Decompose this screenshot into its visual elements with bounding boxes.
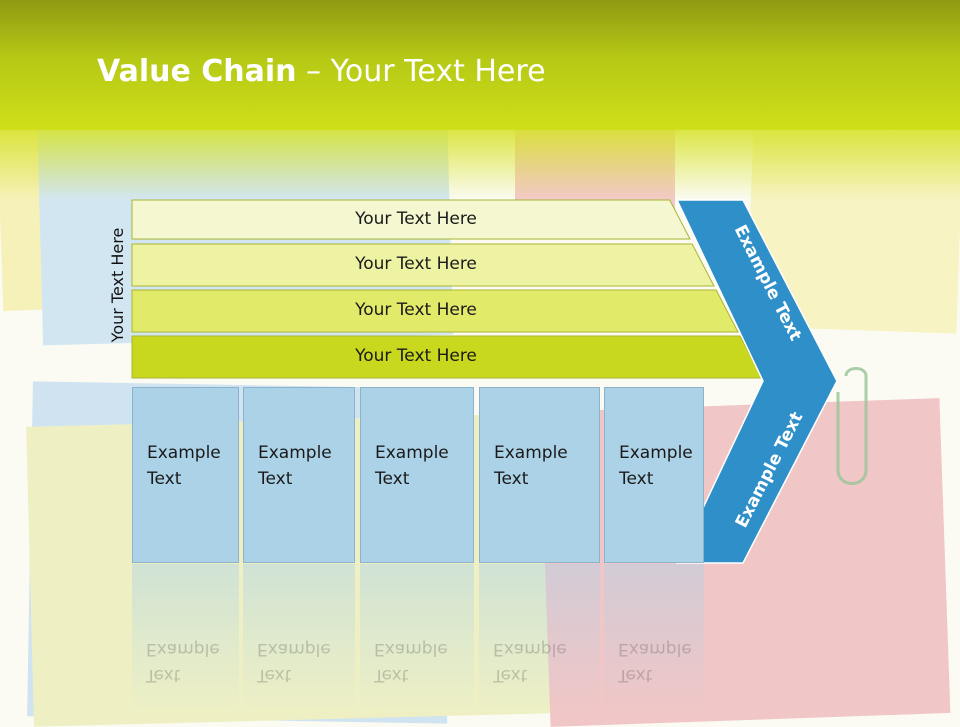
reflection-line2: Text [374,665,409,685]
primary-activity-line1: Example [619,443,693,463]
support-band-label: Your Text Here [355,254,477,274]
primary-activity-line2: Text [619,469,654,489]
primary-activity-line2: Text [494,469,529,489]
primary-activity-line1: Example [494,443,568,463]
primary-activity-line2: Text [375,469,410,489]
support-band-label: Your Text Here [355,346,477,366]
support-band-1 [131,199,691,240]
reflection-line1: Example [374,639,448,659]
reflection-line1: Example [257,639,331,659]
box-reflection: Text Example [479,564,600,714]
reflection-line2: Text [618,665,653,685]
box-reflection: Text Example [243,564,355,714]
support-band-label: Your Text Here [355,208,477,229]
support-band-3 [131,289,739,333]
box-reflection-text: Text Example [374,636,448,688]
box-reflection-text: Text Example [618,636,692,688]
title-bold: Value Chain [97,54,297,89]
reflection-line2: Text [146,665,181,685]
primary-activity-line2: Text [147,469,182,489]
slide-title: Value Chain – Your Text Here [97,54,546,89]
box-reflection: Text Example [132,564,239,714]
title-rest: – Your Text Here [296,54,546,89]
reflection-line2: Text [493,665,528,685]
paperclip-icon [836,367,868,485]
reflection-line1: Example [146,639,220,659]
header-band [0,0,960,130]
primary-activity-line1: Example [258,443,332,463]
primary-activity-line1: Example [147,443,221,463]
box-reflection: Text Example [360,564,474,714]
header-fade [0,130,960,200]
primary-activity-line2: Text [258,469,293,489]
support-band-2 [131,243,715,287]
box-reflection: Text Example [604,564,704,714]
margin-chevron [675,199,838,564]
support-band-label: Your Text Here [355,300,477,320]
reflection-line1: Example [493,639,567,659]
reflection-line1: Example [618,639,692,659]
box-reflection-text: Text Example [493,636,567,688]
primary-activity-line1: Example [375,443,449,463]
box-reflection-text: Text Example [146,636,220,688]
box-reflection-text: Text Example [257,636,331,688]
reflection-line2: Text [257,665,292,685]
